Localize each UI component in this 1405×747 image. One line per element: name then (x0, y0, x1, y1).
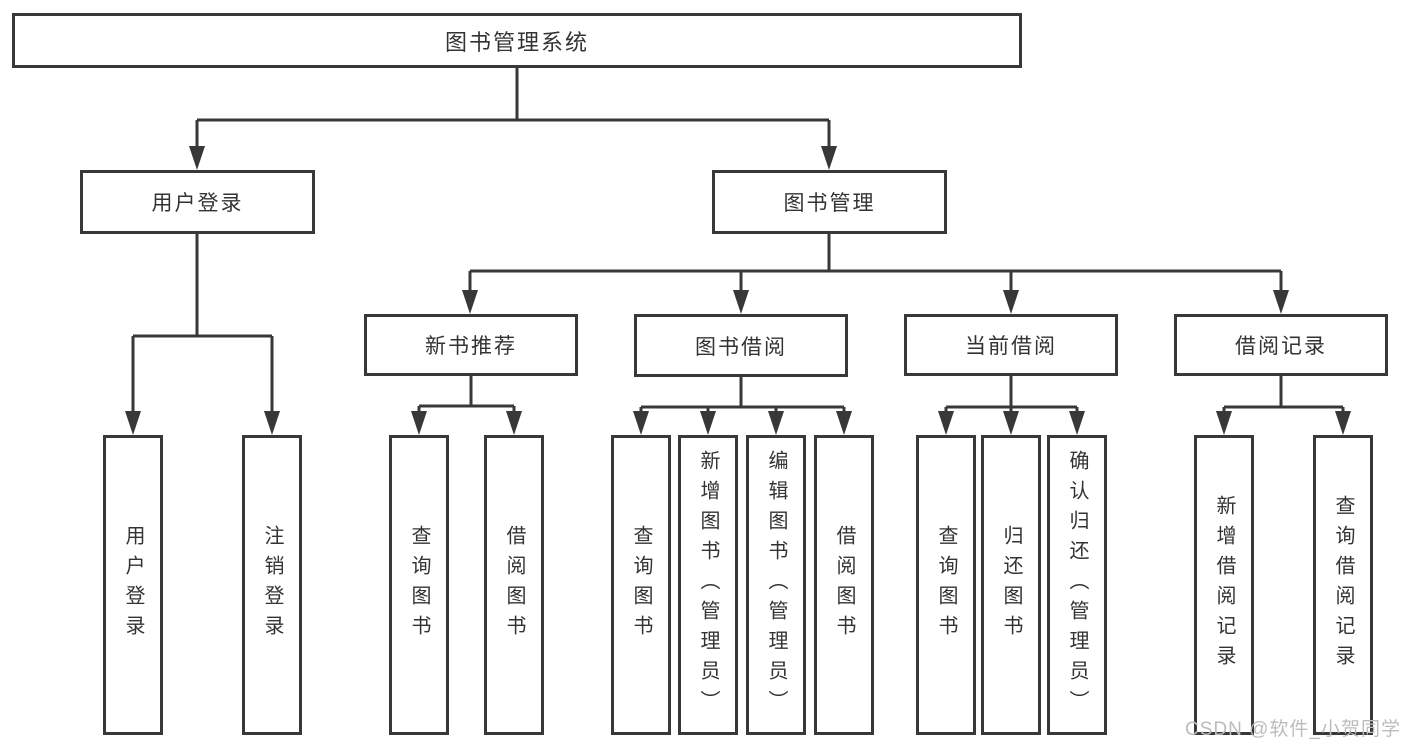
leaf-current-query-books: 查询图书 (916, 435, 976, 735)
leaf-edit-books-admin: 编辑图书（管理员） (746, 435, 806, 735)
node-user-login-label: 用户登录 (151, 192, 244, 215)
node-library-system-label: 图书管理系统 (444, 29, 589, 55)
leaf-add-books-admin-label: 新增图书（管理员） (697, 450, 719, 720)
node-current-borrow: 当前借阅 (904, 314, 1118, 376)
leaf-logout-label: 注销登录 (261, 525, 283, 645)
node-new-book-recommend: 新书推荐 (364, 314, 578, 376)
node-library-system: 图书管理系统 (12, 13, 1022, 68)
node-new-book-recommend-label: 新书推荐 (425, 335, 517, 358)
leaf-return-books-label: 归还图书 (1000, 525, 1022, 645)
node-borrow-records-label: 借阅记录 (1235, 335, 1327, 358)
leaf-newbooks-query-books: 查询图书 (389, 435, 449, 735)
leaf-borrow-books-label: 借阅图书 (833, 525, 855, 645)
leaf-current-query-books-label: 查询图书 (935, 525, 957, 645)
node-book-management-label: 图书管理 (783, 192, 876, 215)
leaf-borrow-books: 借阅图书 (814, 435, 874, 735)
leaf-return-books: 归还图书 (981, 435, 1041, 735)
node-user-login: 用户登录 (80, 170, 315, 234)
leaf-newbooks-query-books-label: 查询图书 (408, 525, 430, 645)
leaf-borrow-query-books-label: 查询图书 (630, 525, 652, 645)
node-borrow-records: 借阅记录 (1174, 314, 1388, 376)
csdn-watermark: CSDN @软件_小贺同学 (1185, 719, 1401, 740)
leaf-add-borrow-record: 新增借阅记录 (1194, 435, 1254, 735)
leaf-confirm-return-admin: 确认归还（管理员） (1047, 435, 1107, 735)
leaf-confirm-return-admin-label: 确认归还（管理员） (1066, 450, 1088, 720)
leaf-user-login: 用户登录 (103, 435, 163, 735)
node-book-borrow: 图书借阅 (634, 314, 848, 377)
leaf-newbooks-borrow-books: 借阅图书 (484, 435, 544, 735)
leaf-add-books-admin: 新增图书（管理员） (678, 435, 738, 735)
node-book-management: 图书管理 (712, 170, 947, 234)
leaf-query-borrow-record-label: 查询借阅记录 (1332, 495, 1354, 675)
leaf-borrow-query-books: 查询图书 (611, 435, 671, 735)
leaf-user-login-label: 用户登录 (122, 525, 144, 645)
node-book-borrow-label: 图书借阅 (695, 335, 787, 359)
node-current-borrow-label: 当前借阅 (965, 335, 1057, 358)
leaf-logout: 注销登录 (242, 435, 302, 735)
leaf-add-borrow-record-label: 新增借阅记录 (1213, 495, 1235, 675)
leaf-edit-books-admin-label: 编辑图书（管理员） (765, 450, 787, 720)
leaf-newbooks-borrow-books-label: 借阅图书 (503, 525, 525, 645)
leaf-query-borrow-record: 查询借阅记录 (1313, 435, 1373, 735)
